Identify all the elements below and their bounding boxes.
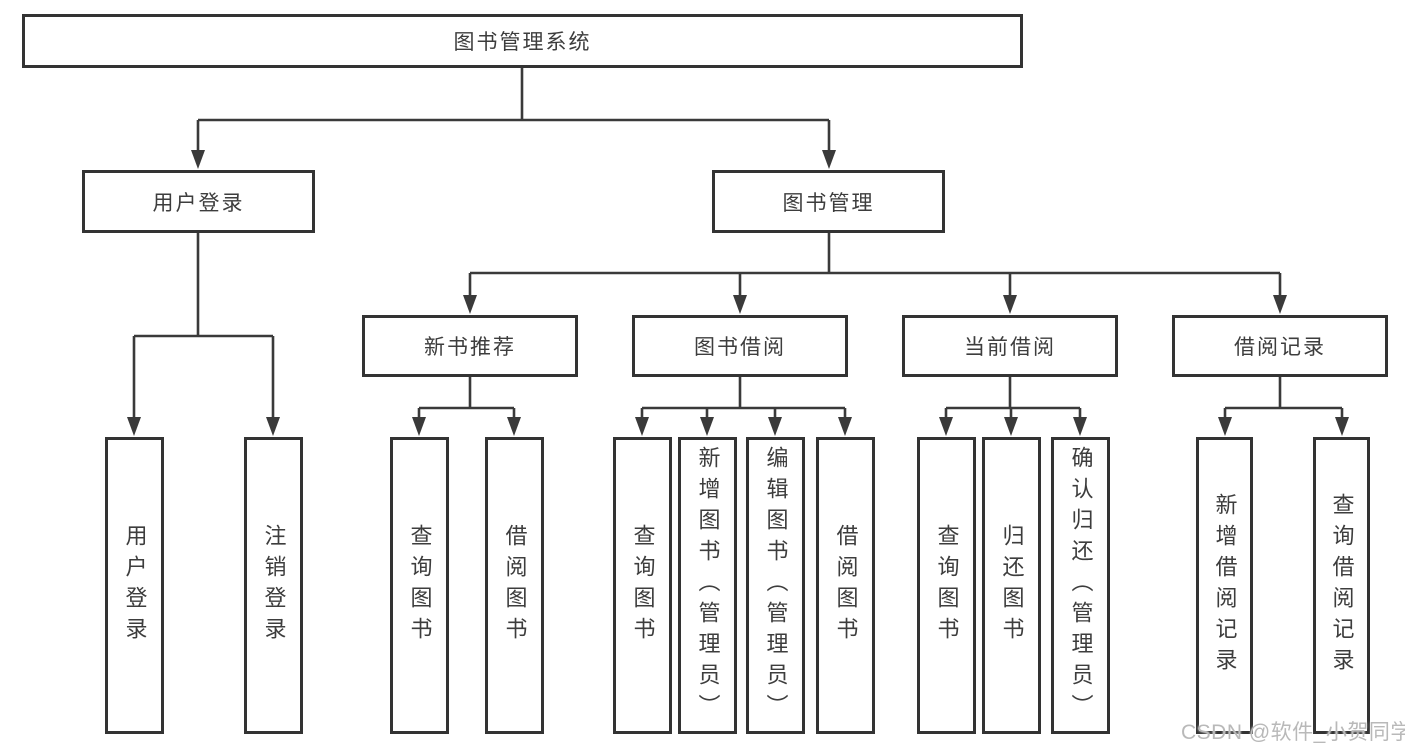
leaf-br-query-record: 查询借阅记录: [1313, 437, 1370, 734]
node-borrowing-records: 借阅记录: [1172, 315, 1388, 377]
node-user-login-branch: 用户登录: [82, 170, 315, 233]
node-current-borrowing: 当前借阅: [902, 315, 1118, 377]
leaf-cb-return-books: 归还图书: [982, 437, 1041, 734]
leaf-br-add-record: 新增借阅记录: [1196, 437, 1253, 734]
leaf-nbr-query-books: 查询图书: [390, 437, 449, 734]
leaf-bb-query-books: 查询图书: [613, 437, 672, 734]
node-book-management-branch: 图书管理: [712, 170, 945, 233]
leaf-cb-query-books: 查询图书: [917, 437, 976, 734]
leaf-bb-edit-books-admin: 编辑图书（管理员）: [746, 437, 805, 734]
leaf-nbr-borrow-books: 借阅图书: [485, 437, 544, 734]
node-root-library-system: 图书管理系统: [22, 14, 1023, 68]
leaf-user-login: 用户登录: [105, 437, 164, 734]
csdn-watermark: CSDN @软件_小贺同学: [1181, 721, 1405, 744]
leaf-cb-confirm-return-admin: 确认归还（管理员）: [1051, 437, 1110, 734]
leaf-bb-borrow-books: 借阅图书: [816, 437, 875, 734]
arrowheads: [127, 150, 1349, 436]
node-new-book-recommendation: 新书推荐: [362, 315, 578, 377]
leaf-bb-add-books-admin: 新增图书（管理员）: [678, 437, 737, 734]
leaf-logout: 注销登录: [244, 437, 303, 734]
node-book-borrowing: 图书借阅: [632, 315, 848, 377]
